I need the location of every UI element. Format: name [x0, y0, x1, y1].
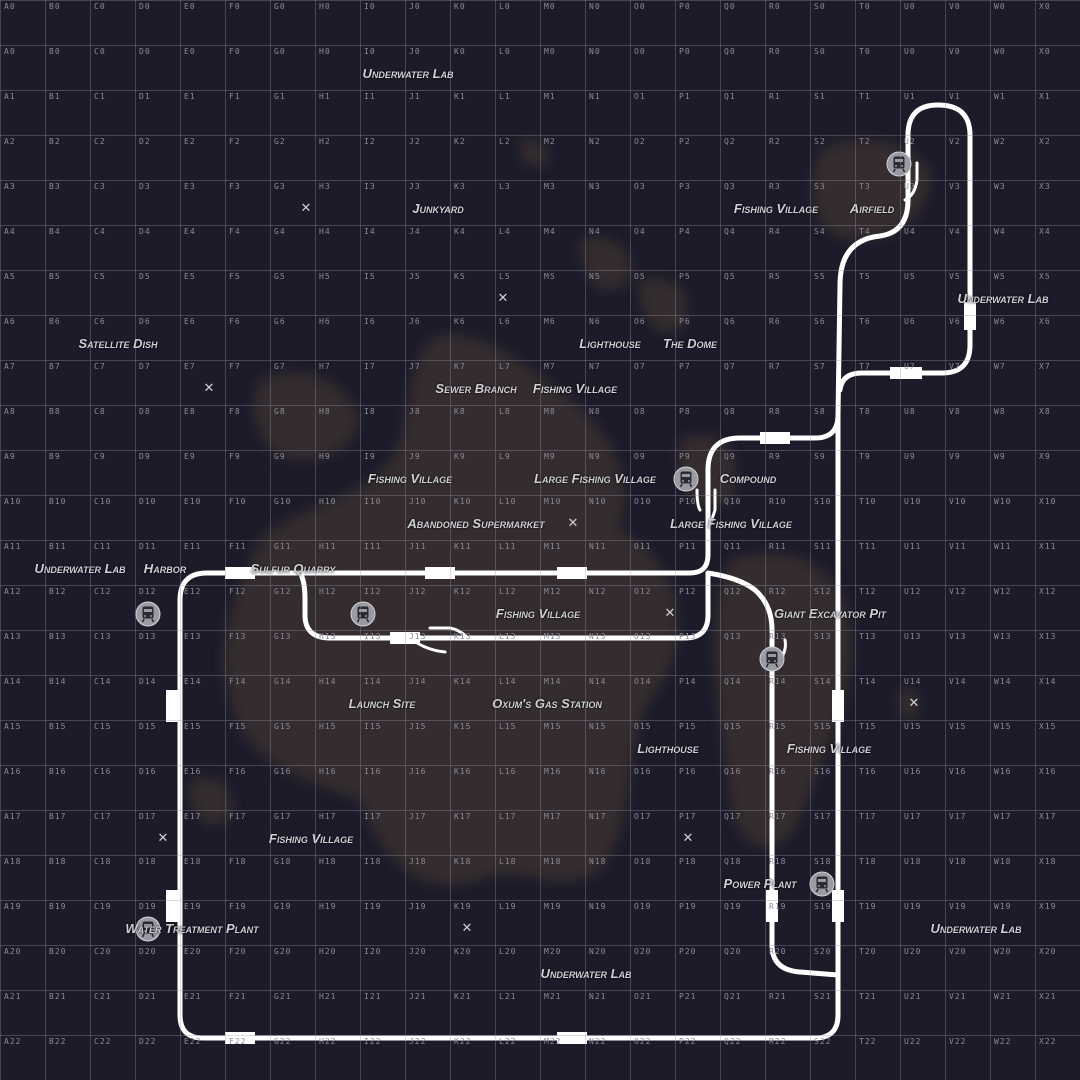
place-label: Harbor	[143, 561, 187, 576]
north-islets	[519, 139, 737, 507]
rail-platform	[166, 690, 178, 722]
rail-platform	[890, 367, 922, 379]
place-label: Large Fishing Village	[670, 516, 792, 531]
train-station-icon[interactable]	[135, 916, 161, 942]
x-marker-icon[interactable]: ✕	[664, 606, 676, 621]
place-label: Fishing Village	[495, 606, 581, 621]
rail-inner-loop	[297, 570, 711, 641]
place-label: Compound	[719, 471, 777, 486]
train-station-icon[interactable]	[350, 601, 376, 627]
x-marker-icon[interactable]: ✕	[908, 696, 920, 711]
x-marker-icon[interactable]: ✕	[300, 201, 312, 216]
place-label: Underwater Lab	[540, 966, 632, 981]
place-label: Fishing Village	[532, 381, 618, 396]
rail-outer-loop	[177, 414, 841, 1041]
rail-platform	[557, 567, 587, 579]
rail-airfield-loop	[835, 102, 973, 418]
train-station-icon[interactable]	[673, 466, 699, 492]
train-station-icon[interactable]	[886, 151, 912, 177]
place-label: Giant Excavator Pit	[773, 606, 887, 621]
x-marker-icon[interactable]: ✕	[567, 516, 579, 531]
x-marker-icon[interactable]: ✕	[497, 291, 509, 306]
rail-platform	[832, 890, 844, 922]
place-label: Large Fishing Village	[534, 471, 656, 486]
train-station-icon[interactable]	[809, 871, 835, 897]
rail-spur-compound	[695, 488, 717, 532]
place-label: Power Plant	[723, 876, 797, 891]
place-label: Fishing Village	[367, 471, 453, 486]
rail-east-loop	[705, 570, 841, 978]
rail-platform	[225, 1032, 255, 1044]
place-label: Fishing Village	[786, 741, 872, 756]
place-label: Oxum's Gas Station	[492, 696, 602, 711]
rail-platform	[166, 890, 178, 922]
southwest-islets	[189, 687, 920, 833]
train-station-icon[interactable]	[759, 646, 785, 672]
place-label: Abandoned Supermarket	[407, 516, 545, 531]
place-label: Underwater Lab	[957, 291, 1049, 306]
rail-platform	[390, 632, 420, 644]
place-label: Water Treatment Plant	[125, 921, 259, 936]
main-island	[223, 334, 679, 886]
west-island	[253, 372, 360, 460]
place-label: Underwater Lab	[362, 66, 454, 81]
rail-platform	[557, 1032, 587, 1044]
place-label: Airfield	[849, 201, 895, 216]
rail-platform	[832, 690, 844, 722]
rail-platform	[225, 567, 255, 579]
x-marker-icon[interactable]: ✕	[682, 831, 694, 846]
place-label: Lighthouse	[579, 336, 641, 351]
rail-platform	[964, 302, 976, 330]
place-label: Underwater Lab	[34, 561, 126, 576]
rail-platform	[760, 432, 790, 444]
rail-platform	[425, 567, 455, 579]
x-marker-icon[interactable]: ✕	[157, 831, 169, 846]
place-label: Fishing Village	[268, 831, 354, 846]
place-label: The Dome	[663, 336, 717, 351]
place-label: Sulfur Quarry	[250, 561, 336, 576]
rail-spur-airfield	[903, 161, 919, 202]
place-label: Fishing Village	[733, 201, 819, 216]
place-label: Launch Site	[348, 696, 416, 711]
x-marker-icon[interactable]: ✕	[203, 381, 215, 396]
x-marker-icon[interactable]: ✕	[461, 921, 473, 936]
rail-platform	[766, 890, 778, 922]
train-station-icon[interactable]	[135, 601, 161, 627]
place-label: Lighthouse	[637, 741, 699, 756]
place-label: Satellite Dish	[78, 336, 158, 351]
place-label: Sewer Branch	[435, 381, 517, 396]
place-label: Junkyard	[412, 201, 464, 216]
east-island	[714, 552, 852, 848]
place-label: Underwater Lab	[930, 921, 1022, 936]
